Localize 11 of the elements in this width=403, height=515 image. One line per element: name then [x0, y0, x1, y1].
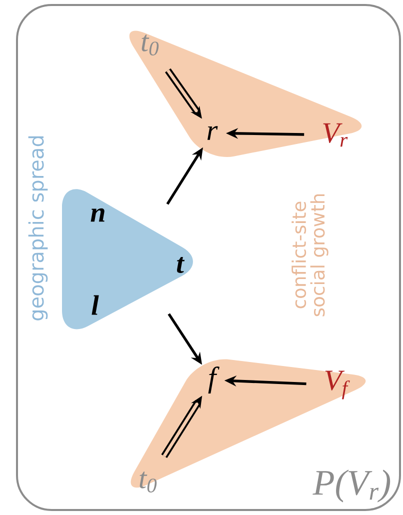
- variable-label: t$_{0}$: [140, 472, 157, 492]
- rotated-label: geographic spread: [28, 136, 48, 320]
- rotated-label: conflict-site social growth: [292, 194, 328, 316]
- variable-label: f: [208, 366, 220, 394]
- variable-label: V$_{f}$: [325, 370, 350, 400]
- frame-box: [16, 4, 401, 511]
- group-shape: [129, 30, 362, 157]
- variable-label: t$_{0}$: [142, 34, 159, 56]
- variable-label: r: [207, 126, 218, 140]
- formula-label: P(V$_{r}$): [312, 470, 390, 502]
- variable-label: V$_{r}$: [323, 123, 348, 147]
